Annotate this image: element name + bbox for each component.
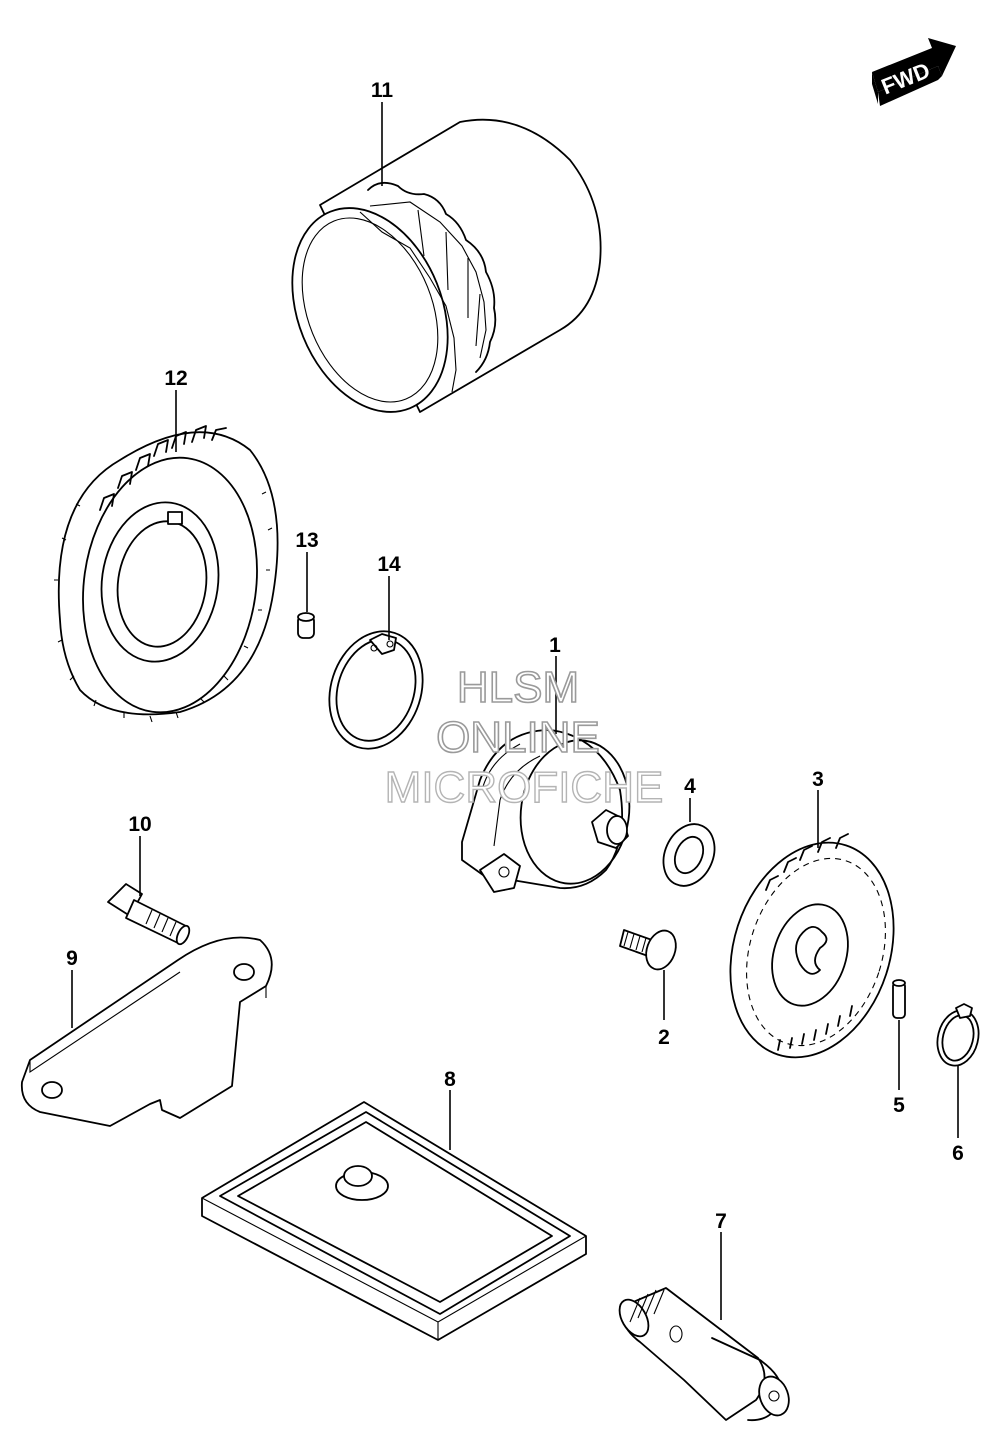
callout-6: 6 [952, 1142, 964, 1165]
callout-12: 12 [164, 367, 187, 390]
part-11-oil-filter [291, 118, 602, 413]
callout-11: 11 [371, 79, 394, 102]
part-3-gear [729, 833, 895, 1059]
watermark: HLSM ONLINE MICROFICHE [384, 662, 664, 813]
part-12-gear [54, 425, 279, 723]
part-6-circlip [936, 1003, 980, 1067]
part-5-pin [892, 979, 906, 1019]
part-14-circlip [328, 630, 424, 750]
leader-lines [71, 102, 959, 1320]
callout-2: 2 [658, 1026, 670, 1049]
watermark-line-2: ONLINE [436, 713, 600, 762]
watermark-line-3: MICROFICHE [385, 763, 664, 812]
callout-13: 13 [295, 529, 318, 552]
callout-7: 7 [715, 1210, 727, 1233]
part-9-plate [20, 936, 273, 1127]
callout-8: 8 [444, 1068, 456, 1091]
callout-labels: 1 2 3 4 5 6 7 8 9 10 11 12 13 14 [66, 79, 964, 1233]
part-1-oil-pump [461, 729, 631, 893]
part-7-shaft [618, 1287, 790, 1422]
part-2-screw [619, 929, 677, 971]
part-4-washer [662, 823, 716, 887]
callout-5: 5 [893, 1094, 905, 1117]
callout-14: 14 [377, 553, 401, 576]
callout-9: 9 [66, 947, 78, 970]
callout-4: 4 [684, 775, 696, 798]
part-8-strainer [201, 1101, 587, 1341]
callout-1: 1 [549, 634, 561, 657]
callout-10: 10 [128, 813, 151, 836]
part-10-bolt [107, 883, 191, 946]
part-13-pin [297, 612, 315, 639]
callout-3: 3 [812, 768, 824, 791]
fwd-arrow-icon: FWD [872, 38, 956, 106]
watermark-line-1: HLSM [457, 663, 579, 712]
